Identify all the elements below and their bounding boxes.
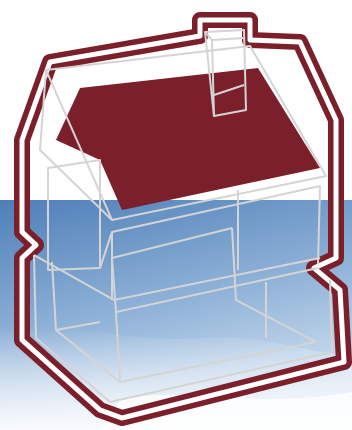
roof bbox=[56, 68, 320, 210]
